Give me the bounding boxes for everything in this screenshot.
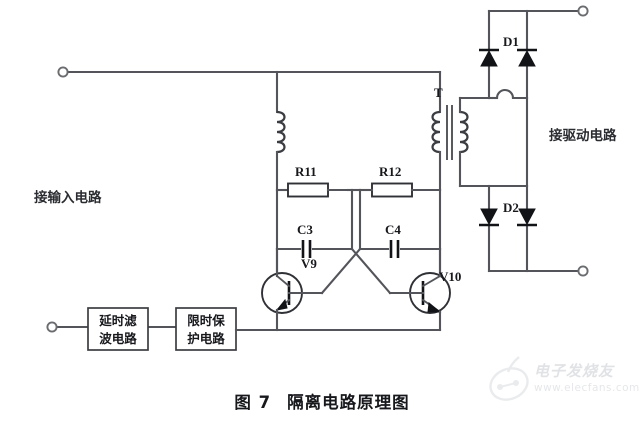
output-bottom-terminal[interactable] xyxy=(577,265,589,277)
label-V10: V10 xyxy=(439,269,461,284)
r11-c3-network xyxy=(275,182,354,258)
block-delay-filter-line2: 波电路 xyxy=(99,331,137,346)
block-protection-line1: 限时保 xyxy=(187,313,225,328)
block-delay-filter: 延时滤 波电路 xyxy=(87,307,149,351)
input-bottom-terminal[interactable] xyxy=(46,321,58,333)
label-D2: D2 xyxy=(503,200,519,215)
block-delay-filter-line1: 延时滤 xyxy=(98,313,137,328)
label-output-port: 接驱动电路 xyxy=(549,127,617,144)
primary-left-branch xyxy=(275,70,286,292)
block-time-limit-protection: 限时保 护电路 xyxy=(175,307,237,351)
label-V9: V9 xyxy=(301,256,317,271)
block-protection-line2: 护电路 xyxy=(187,331,225,346)
r12-c4-network xyxy=(346,182,442,292)
output-diode-network xyxy=(479,9,580,273)
transistor-V9 xyxy=(261,247,307,332)
label-input-port: 接输入电路 xyxy=(34,189,102,206)
label-C4: C4 xyxy=(385,222,401,237)
input-top-terminal[interactable] xyxy=(57,66,69,78)
label-transformer-T: T xyxy=(434,85,443,100)
transistor-V10 xyxy=(406,247,451,332)
figure-caption: 图 7 隔离电路原理图 xyxy=(0,389,644,413)
cross-coupling-wires xyxy=(303,247,410,295)
transformer-T xyxy=(431,70,529,192)
label-R12: R12 xyxy=(379,164,401,179)
label-R11: R11 xyxy=(295,164,317,179)
label-D1: D1 xyxy=(503,34,519,49)
label-C3: C3 xyxy=(297,222,313,237)
figure-caption-title: 隔离电路原理图 xyxy=(287,393,410,412)
figure-caption-number: 图 7 xyxy=(234,393,272,412)
output-top-terminal[interactable] xyxy=(577,5,589,17)
